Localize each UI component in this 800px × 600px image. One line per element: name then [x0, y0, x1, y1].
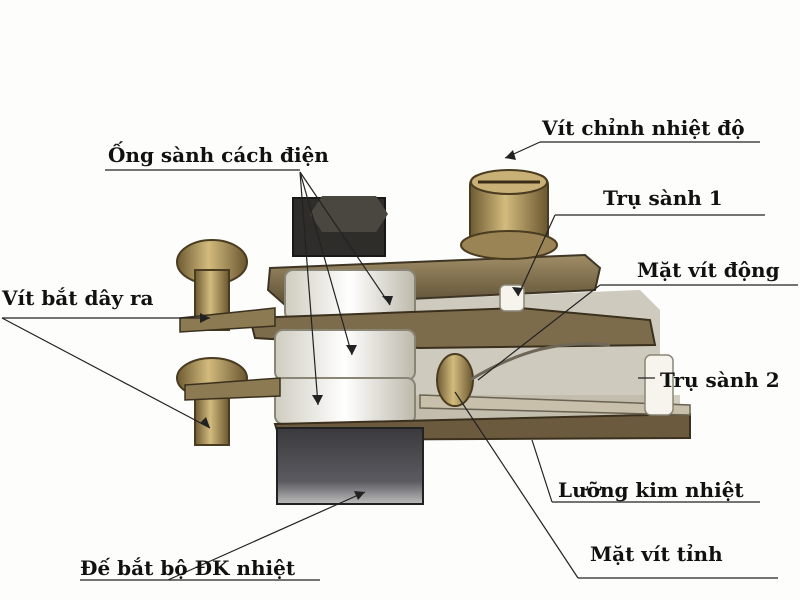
terminal-lug-bottom	[184, 377, 281, 401]
bimetal-strip	[419, 394, 691, 416]
label-ong-sanh: Ống sành cách điện	[108, 143, 329, 167]
adjust-screw-nut	[460, 230, 558, 260]
label-vit-chinh: Vít chỉnh nhiệt độ	[542, 116, 745, 140]
fixed-contact-screw	[436, 353, 474, 407]
ceramic-tube-mid	[274, 329, 416, 381]
label-tru-sanh-2: Trụ sành 2	[660, 368, 780, 392]
label-tru-sanh-1: Trụ sành 1	[603, 186, 723, 210]
label-mat-vit-tinh: Mặt vít tỉnh	[590, 542, 723, 566]
terminal-lug-top	[179, 307, 276, 333]
label-vit-bat-day: Vít bắt dây ra	[2, 286, 154, 310]
top-nut-face	[310, 196, 388, 232]
label-luong-kim: Lưỡng kim nhiệt	[558, 478, 744, 502]
arrow-heads	[200, 150, 523, 500]
leader-lines	[1, 141, 798, 581]
contact-spring	[469, 342, 611, 382]
label-de-bat: Đế bắt bộ ĐK nhiệt	[80, 556, 296, 580]
ceramic-pillar-2	[644, 354, 674, 416]
mounting-base	[276, 427, 424, 505]
ceramic-tube-lower	[274, 377, 416, 425]
label-mat-vit-dong: Mặt vít động	[637, 258, 780, 282]
